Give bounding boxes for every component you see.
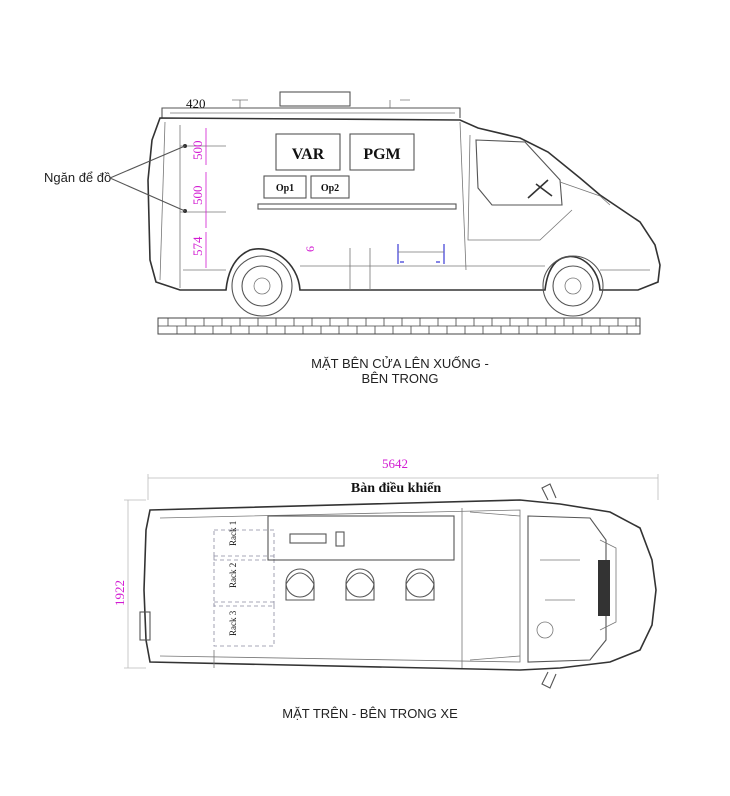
rack-3 — [213, 601, 275, 647]
roof-dimension: 420 — [186, 96, 206, 111]
monitor-pgm-label: PGM — [363, 146, 400, 163]
desk-panel — [289, 533, 327, 544]
monitor-var-label: VAR — [292, 146, 325, 163]
left-mirror — [541, 483, 557, 501]
chair-2 — [345, 568, 375, 601]
rack-1-label: Rack 1 — [228, 521, 238, 546]
side-view: 420 500 — [44, 91, 661, 335]
monitor-pgm — [349, 133, 415, 171]
roof-rack — [161, 107, 461, 118]
desk-device — [335, 531, 345, 547]
dimension-574: 574 — [190, 236, 205, 256]
dimension-500-middle: 500 — [190, 186, 205, 206]
rack-2 — [213, 555, 275, 607]
chair-3 — [405, 568, 435, 601]
rear-step — [139, 611, 151, 641]
windshield — [527, 515, 607, 663]
monitor-op2-label: Op2 — [321, 183, 339, 194]
grille — [598, 560, 610, 616]
front-wheel — [542, 255, 604, 317]
door-marker-left — [397, 244, 445, 264]
rack-2-label: Rack 2 — [228, 563, 238, 588]
top-view-caption: MẶT TRÊN - BÊN TRONG XE — [282, 706, 458, 721]
monitor-op2 — [310, 175, 350, 199]
right-mirror — [541, 671, 557, 689]
rear-wheel — [231, 255, 293, 317]
road-strip — [157, 317, 641, 335]
monitor-op1-label: Op1 — [276, 183, 294, 194]
console-desk-label: Bàn điều khiển — [351, 481, 441, 496]
roof-unit — [279, 91, 351, 107]
dimension-500-upper: 500 — [190, 141, 205, 161]
steering-wheel-icon — [527, 179, 553, 199]
storage-callout: Ngăn để đồ — [44, 170, 111, 185]
monitor-var — [275, 133, 341, 171]
rack-1 — [213, 529, 275, 561]
side-caption-line2: BÊN TRONG — [361, 371, 439, 386]
dimension-width: 1922 — [112, 580, 127, 606]
console-desk-top — [267, 515, 455, 561]
chair-1 — [285, 568, 315, 601]
van-body-outline — [147, 117, 661, 291]
dimension-6: 6 — [303, 246, 317, 252]
top-view: 5642 1922 Rack 1 Rack 2 Rack 3 Bàn điều … — [112, 456, 659, 689]
rack-3-label: Rack 3 — [228, 610, 238, 636]
monitor-op1 — [263, 175, 307, 199]
side-view-caption: MẶT BÊN CỬA LÊN XUỐNG - BÊN TRONG — [290, 356, 510, 386]
front-window — [475, 139, 563, 206]
console-desk-side — [257, 203, 457, 210]
dimension-length: 5642 — [382, 456, 408, 471]
side-caption-line1: MẶT BÊN CỬA LÊN XUỐNG - — [311, 356, 489, 371]
top-body-outline — [143, 499, 657, 671]
